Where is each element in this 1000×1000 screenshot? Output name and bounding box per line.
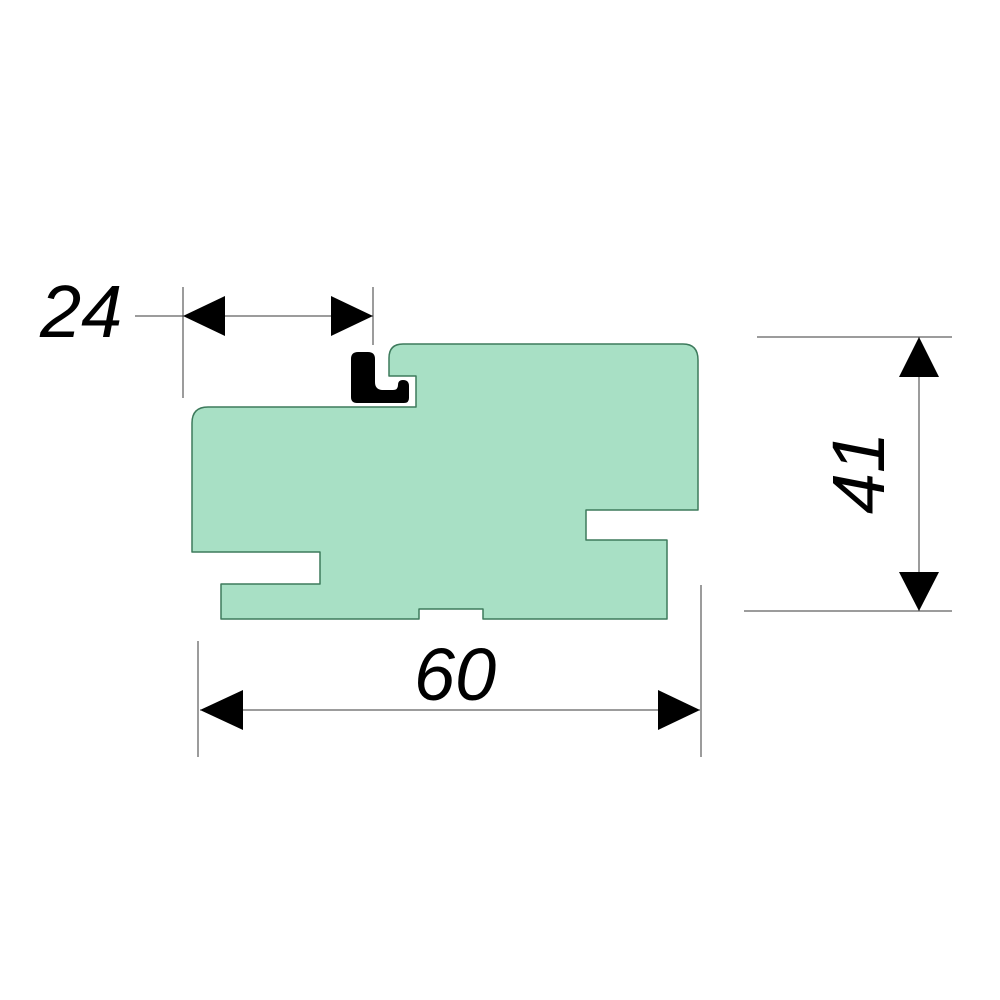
overall-height-dimension: 41	[744, 336, 952, 612]
profile-cross-section	[191, 343, 699, 620]
height-arrow-top	[899, 337, 939, 377]
width-arrow-right	[658, 690, 700, 730]
seal-gasket	[349, 350, 411, 405]
width-label: 60	[414, 633, 496, 716]
top-offset-label: 24	[39, 270, 122, 353]
overall-width-dimension: 60	[197, 585, 702, 757]
width-arrow-left	[200, 690, 243, 730]
height-arrow-bottom	[899, 572, 939, 611]
top-offset-arrow-left	[183, 296, 225, 336]
top-offset-dimension: 24	[39, 270, 374, 398]
top-offset-arrow-right	[331, 296, 373, 336]
height-label: 41	[817, 432, 900, 514]
